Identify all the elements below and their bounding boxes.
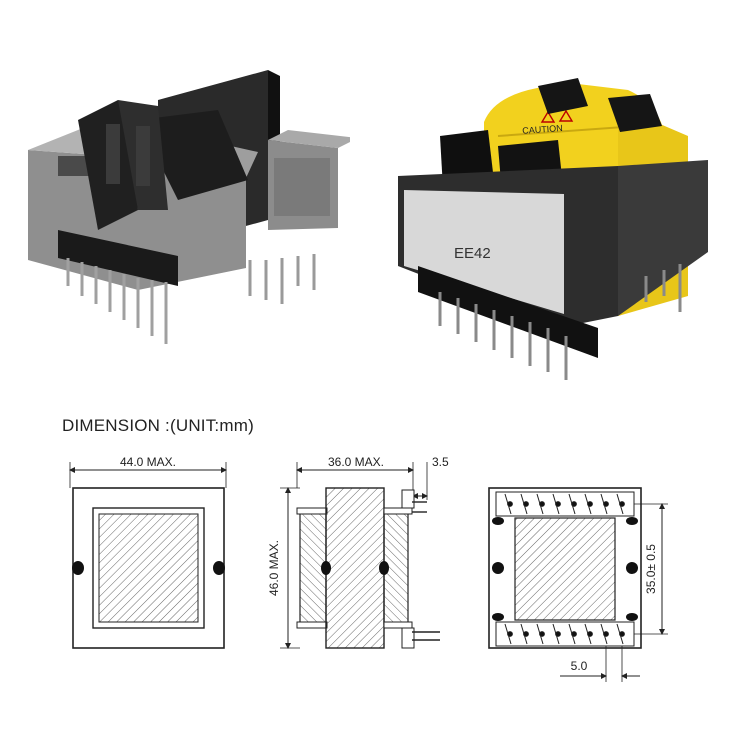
side-depth-label: 36.0 MAX. [328,455,384,469]
core-label-panel [404,190,564,314]
bottom-view: 35.0± 0.5 5.0 [488,487,668,682]
bobbin-photo [28,70,350,344]
warning-icon [540,110,556,123]
transformer-pins [438,264,682,380]
dimension-drawings: 44.0 MAX. 36.0 MAX. 3.5 46.0 MAX. [69,455,668,682]
transformer-photo: CAUTION EE42 [398,78,708,380]
side-height-label: 46.0 MAX. [267,540,281,596]
bottom-row-spacing-label: 35.0± 0.5 [644,544,658,594]
caution-label: CAUTION [522,123,563,136]
front-view: 44.0 MAX. [69,455,227,649]
bottom-pin-pitch-label: 5.0 [571,659,588,673]
bobbin-pins-back [248,254,316,304]
dimension-heading: DIMENSION :(UNIT:mm) [62,416,254,435]
warning-icon [558,109,574,122]
side-view: 36.0 MAX. 3.5 46.0 MAX. [267,455,449,649]
transformer-model-label: EE42 [454,245,491,262]
side-pin-offset-label: 3.5 [432,455,449,469]
front-width-label: 44.0 MAX. [120,455,176,469]
bobbin-pins-front [66,258,168,344]
